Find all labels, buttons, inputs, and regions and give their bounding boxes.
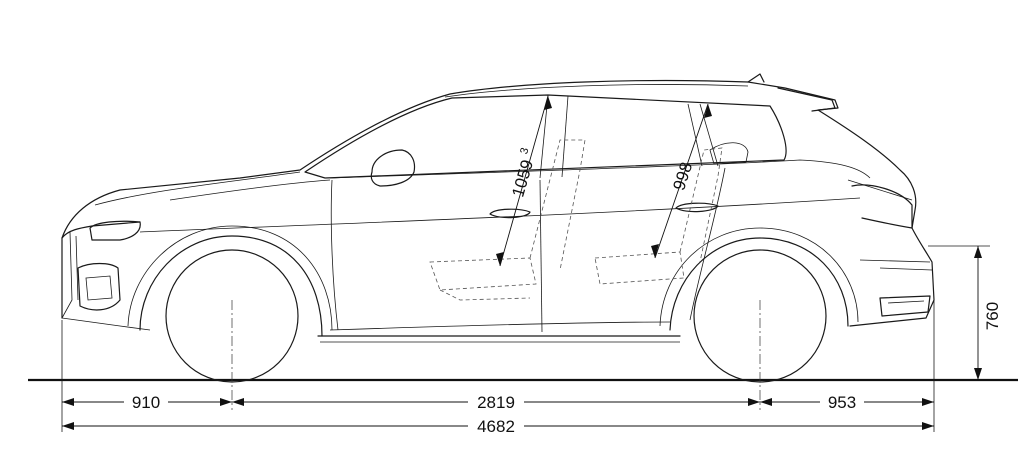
rear-headroom-dimension bbox=[651, 103, 712, 259]
height-dimension bbox=[974, 246, 982, 380]
rear-overhang-label: 953 bbox=[828, 393, 856, 412]
front-overhang-label: 910 bbox=[132, 393, 160, 412]
wheelbase-label: 2819 bbox=[477, 393, 515, 412]
front-headroom-footnote: 3 bbox=[518, 146, 531, 155]
front-headroom-label: 1059 bbox=[508, 158, 537, 200]
front-headroom-dimension bbox=[496, 95, 552, 267]
rear-seat bbox=[594, 147, 723, 285]
overall-length-label: 4682 bbox=[477, 417, 515, 436]
front-seat bbox=[429, 139, 586, 301]
car-body bbox=[61, 73, 935, 343]
ground-to-bumper-label: 760 bbox=[983, 302, 1002, 330]
